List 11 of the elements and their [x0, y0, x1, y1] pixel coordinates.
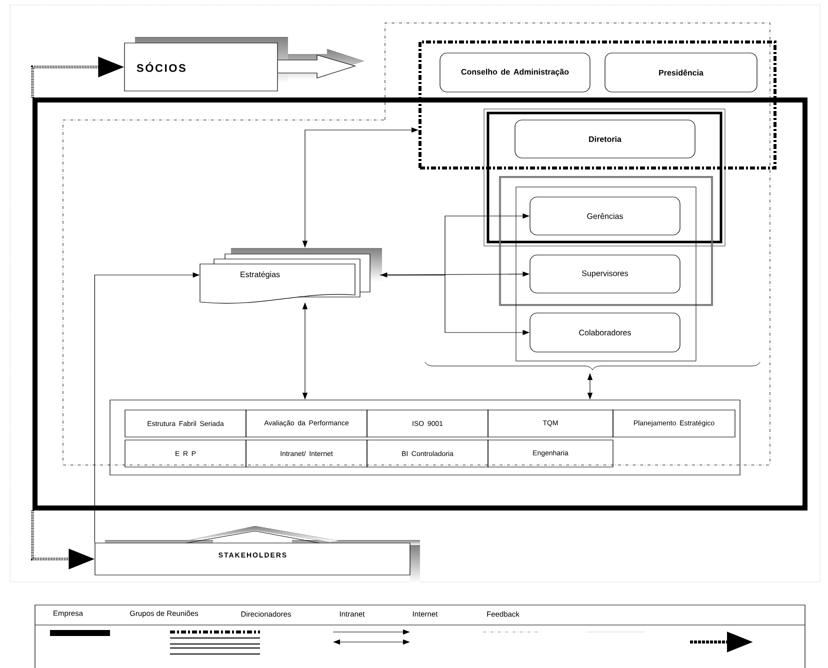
- company-frame: [32, 98, 808, 510]
- rounded-box: Supervisores: [530, 254, 680, 294]
- arrow-box: SÓCIOS: [124, 37, 364, 92]
- document-stack: Estratégias: [200, 248, 382, 304]
- tools-table-box: [110, 400, 740, 476]
- meeting-group-frame: [418, 40, 776, 170]
- rounded-box: Conselho de Administração: [440, 52, 590, 92]
- rounded-box: Colaboradores: [530, 312, 680, 352]
- rounded-box: Diretoria: [514, 120, 696, 158]
- rounded-box: Presidência: [604, 52, 758, 92]
- rounded-box: Gerências: [530, 196, 680, 236]
